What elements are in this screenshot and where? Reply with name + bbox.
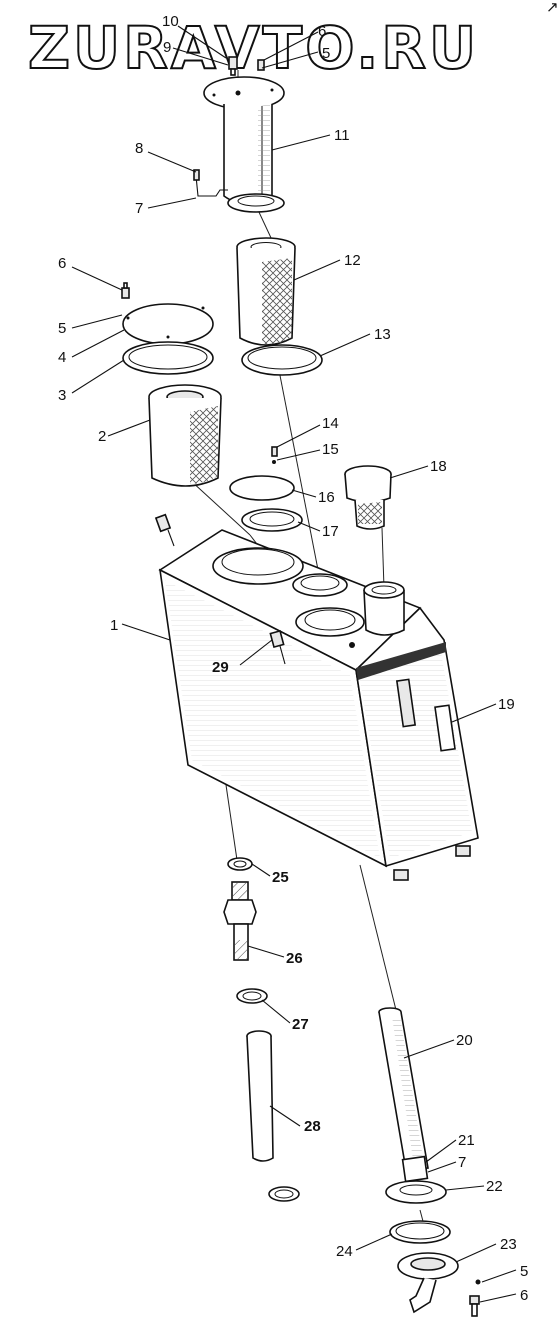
callout-6-top: 6 [318,23,326,40]
callout-9: 9 [163,39,171,56]
callout-19: 19 [498,696,515,713]
callout-24: 24 [336,1243,353,1260]
part-1-hydraulic-tank [158,529,479,881]
callout-18: 18 [430,458,447,475]
watermark-text: ZURAVTO.RU [28,14,479,82]
callout-23: 23 [500,1236,517,1253]
part-27-clamp-lower [268,1186,300,1202]
part-4-cover-plate [122,303,214,345]
center-lines [189,70,425,1226]
callout-labels: 10 9 6 5 11 8 7 12 6 5 4 3 13 2 14 15 18… [58,13,528,1304]
callout-13: 13 [374,326,391,343]
callout-15: 15 [322,441,339,458]
part-19-level-gauge [434,704,456,752]
part-25-ring [227,857,253,871]
callout-5-left: 5 [58,320,66,337]
callout-5-bottom: 5 [520,1263,528,1280]
callout-16: 16 [318,489,335,506]
part-6-screw-left [121,282,130,299]
part-3-gasket [122,341,214,375]
callout-20: 20 [456,1032,473,1049]
part-21-sleeve [401,1155,429,1183]
callout-22: 22 [486,1178,503,1195]
callout-25: 25 [272,869,289,886]
callout-3: 3 [58,387,66,404]
part-16-plate [229,475,295,501]
part-14-screw [271,446,278,464]
callout-11: 11 [334,127,350,144]
leader-lines [71,25,517,1303]
callout-7-bottom: 7 [458,1154,466,1171]
callout-6-left: 6 [58,255,66,272]
callout-8: 8 [135,140,143,157]
callout-4: 4 [58,349,66,366]
part-28-hose [246,1030,274,1162]
callout-2: 2 [98,428,106,445]
part-6-screw-bottom [469,1279,481,1317]
part-17-ring [241,508,303,532]
callout-21: 21 [458,1132,475,1149]
part-29-valve-top [154,513,175,547]
part-18-filler-cap [344,465,392,530]
part-6-screw-top [257,59,265,71]
corner-mark: ↗ [546,0,559,16]
part-10-bolt [228,56,238,76]
callout-29: 29 [212,659,229,676]
callout-1: 1 [110,617,118,634]
callout-14: 14 [322,415,339,432]
part-12-filter-element [236,237,296,346]
callout-12: 12 [344,252,361,269]
callout-27: 27 [292,1016,309,1033]
part-8-wire [193,169,228,197]
callout-7-top: 7 [135,200,143,217]
callout-10: 10 [162,13,179,30]
callout-6-bottom: 6 [520,1287,528,1304]
callout-28: 28 [304,1118,321,1135]
part-20-suction-tube [378,1007,429,1171]
part-13-gasket [241,344,323,376]
part-24-gasket [389,1220,451,1244]
callout-17: 17 [322,523,339,540]
callout-5-top: 5 [322,45,330,62]
part-26-fitting [223,881,257,961]
part-27-clamp [236,988,268,1004]
part-23-base-flange [397,1252,459,1314]
part-11-filter-housing [203,76,285,213]
callout-26: 26 [286,950,303,967]
part-2-filter [148,384,222,487]
part-22-flange [385,1180,447,1204]
